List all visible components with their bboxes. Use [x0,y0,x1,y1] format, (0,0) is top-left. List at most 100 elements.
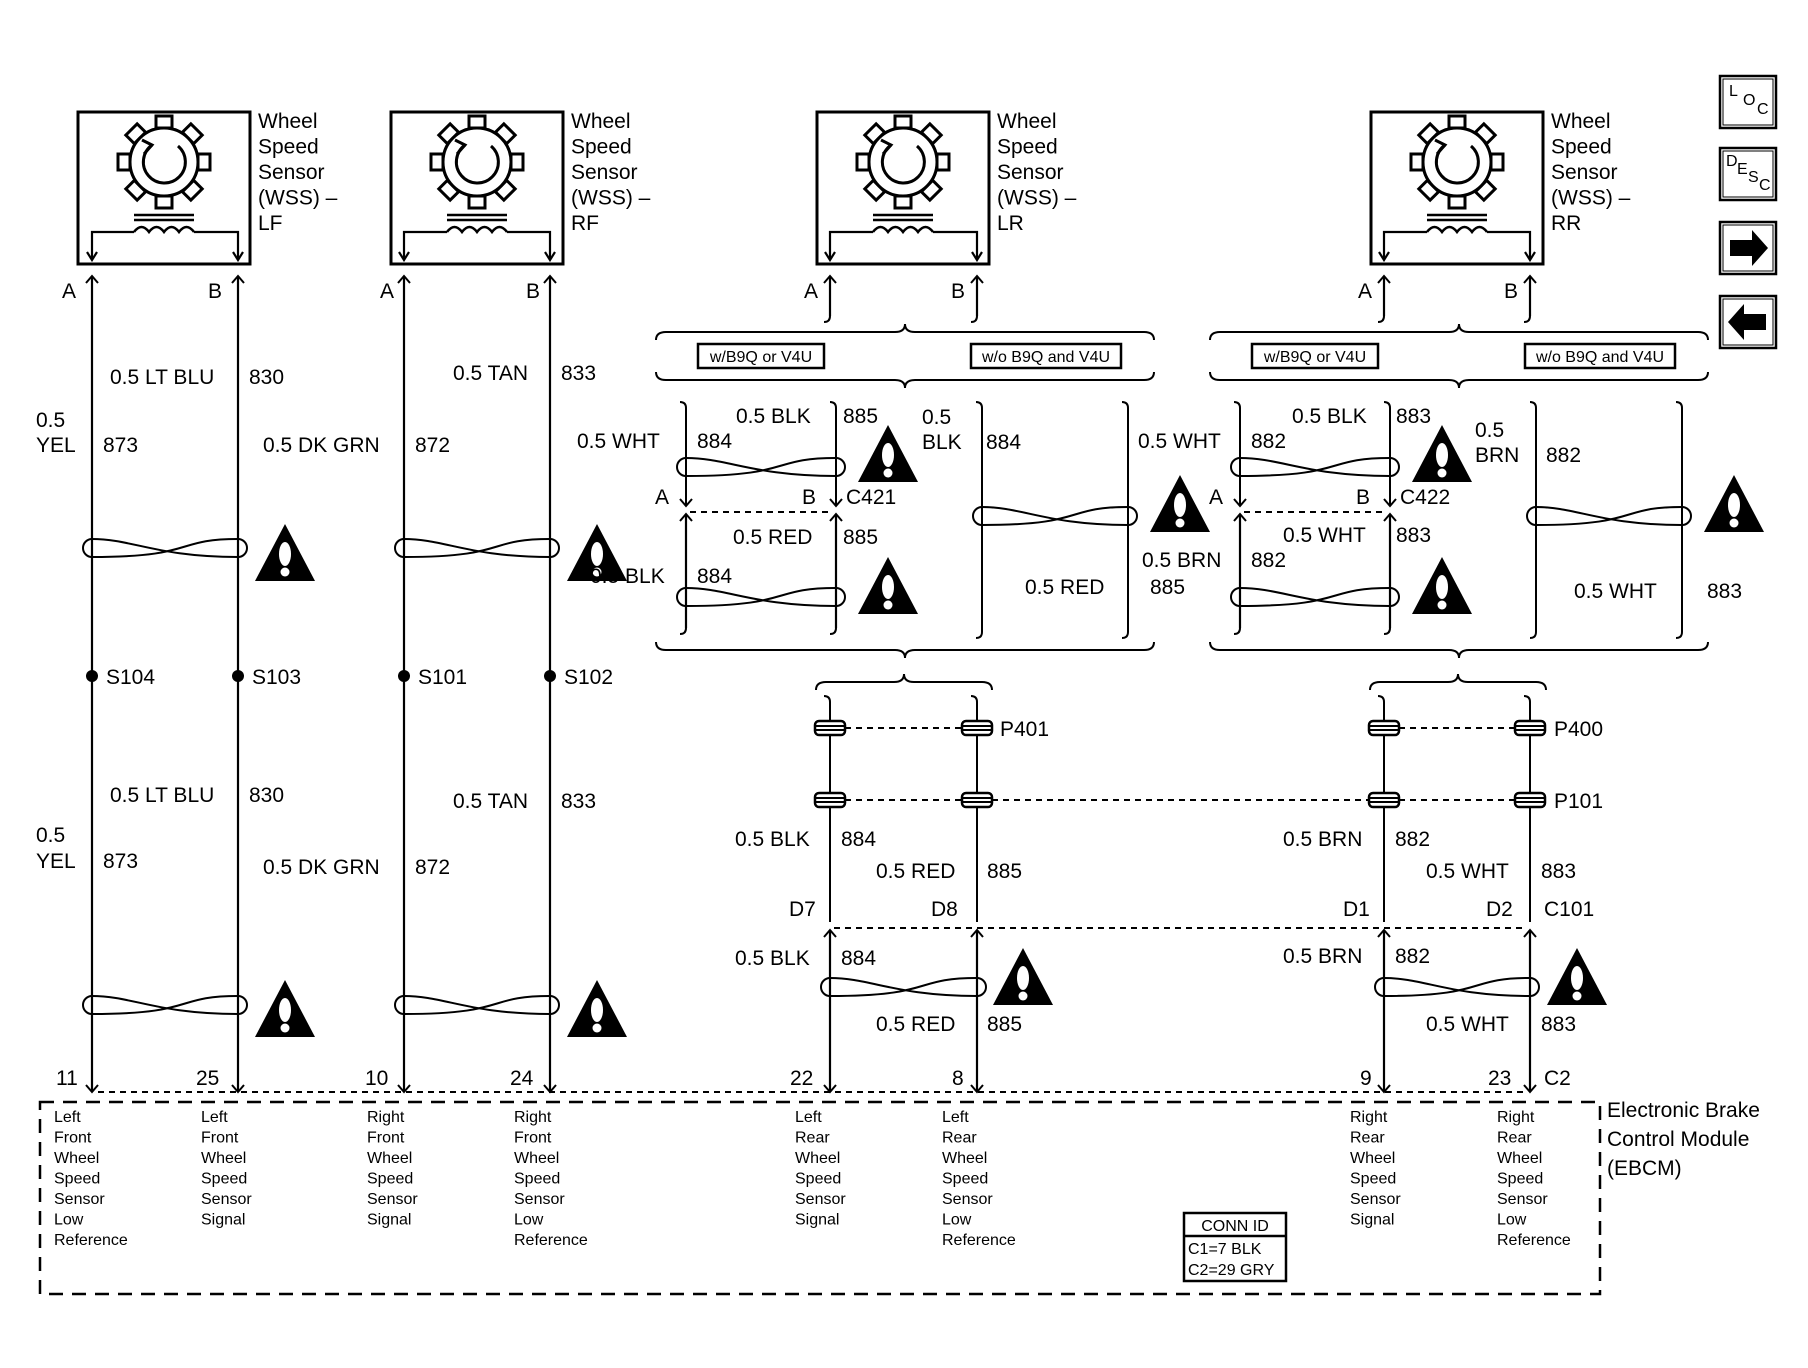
wire-gauge: 0.5 [1475,419,1504,442]
wire-circuit: 884 [697,565,732,588]
caution-icon [255,980,315,1037]
wire-color: 0.5 WHT [1283,524,1366,547]
wire-color: 0.5 WHT [577,430,660,453]
wire-color: 0.5 WHT [1426,1013,1509,1036]
wire-color: 0.5 BRN [1142,549,1221,572]
wire-color: 0.5 RED [1025,576,1104,599]
pin-b: B [1504,280,1518,303]
wire-color: 0.5 WHT [1138,430,1221,453]
pin-label: D1 [1343,898,1370,921]
wire-color: 0.5 TAN [453,362,528,385]
connector-label: P400 [1554,718,1603,741]
wire-color: 0.5 WHT [1574,580,1657,603]
wire-color: 0.5 TAN [453,790,528,813]
caution-icon [567,980,627,1037]
wire-color: 0.5 BLK [1292,405,1367,428]
plug [960,719,994,737]
wire-color: 0.5 DK GRN [263,434,380,457]
pin-a: A [655,486,669,509]
connector-label: C2 [1544,1067,1571,1090]
plug [960,791,994,809]
twisted-pair [82,994,248,1016]
connector-label: C422 [1400,486,1450,509]
module-pin: 25 [196,1067,219,1090]
wire-color: 0.5 LT BLU [110,784,214,807]
splice-label: S103 [252,666,301,689]
wire-circuit: 884 [841,828,876,851]
wire-circuit: 830 [249,784,284,807]
wire-gauge: 0.5 [36,824,65,847]
wire-circuit: 885 [987,1013,1022,1036]
caution-icon [255,524,315,581]
module-pin: 9 [1360,1067,1372,1090]
ebcm-module [38,1100,1602,1296]
wire-color: 0.5 BLK [590,565,665,588]
wire-color: 0.5 BLK [735,947,810,970]
pin-label: D7 [789,898,816,921]
wire-circuit: 872 [415,434,450,457]
connector-label: C101 [1544,898,1594,921]
option-label: w/o B9Q and V4U [981,349,1110,366]
connector-label: P401 [1000,718,1049,741]
arrow-left-icon [1728,304,1766,340]
option-label: w/o B9Q and V4U [1535,349,1664,366]
wire-color: 0.5 RED [733,526,812,549]
pin-b: B [1356,486,1370,509]
wire-circuit: 883 [1707,580,1742,603]
caution-icon [1412,557,1472,614]
wire-color: 0.5 BRN [1283,828,1362,851]
twisted-pair [676,456,846,478]
conn-id-c2: C2=29 GRY [1188,1262,1275,1279]
splice-label: S104 [106,666,155,689]
wire-color: 0.5 RED [876,860,955,883]
wire-color: 0.5 BRN [1283,945,1362,968]
module-pin: 22 [790,1067,813,1090]
option-without: w/o B9Q and V4U [1523,342,1677,370]
wire-circuit: 833 [561,362,596,385]
wire-color: 0.5 BLK [736,405,811,428]
caution-icon [1412,425,1472,482]
desc-label: DESC [1726,153,1771,194]
module-pin: 8 [952,1067,964,1090]
twisted-pair [820,976,987,998]
plug [813,791,847,809]
wire-circuit: 885 [843,405,878,428]
caution-icon [858,557,918,614]
twisted-pair [1374,976,1540,998]
pin-b: B [208,280,222,303]
wire-circuit: 885 [987,860,1022,883]
wire-color: BLK [922,431,962,454]
wire-color: 0.5 RED [876,1013,955,1036]
twisted-pair [394,994,560,1016]
plug [1367,791,1401,809]
wire-circuit: 883 [1396,405,1431,428]
twisted-pair [1230,456,1400,478]
previous-button[interactable] [1718,294,1778,350]
module-pin: 23 [1488,1067,1511,1090]
wire-color: BRN [1475,444,1519,467]
option-with: w/B9Q or V4U [1250,342,1380,370]
wire-circuit: 830 [249,366,284,389]
connector-label: P101 [1554,790,1603,813]
connector-label: C421 [846,486,896,509]
module-pin: 10 [365,1067,388,1090]
loc-button[interactable]: LOC [1718,74,1778,130]
plug [1513,719,1547,737]
twisted-pair [1526,505,1692,527]
wire-circuit: 884 [841,947,876,970]
wire-gauge: 0.5 [36,409,65,432]
desc-button[interactable]: DESC [1718,146,1778,202]
wire-color: 0.5 WHT [1426,860,1509,883]
twisted-pair [82,537,248,559]
option-without: w/o B9Q and V4U [969,342,1123,370]
wire-circuit: 882 [1251,549,1286,572]
loc-label: LOC [1729,83,1769,118]
next-button[interactable] [1718,220,1778,276]
